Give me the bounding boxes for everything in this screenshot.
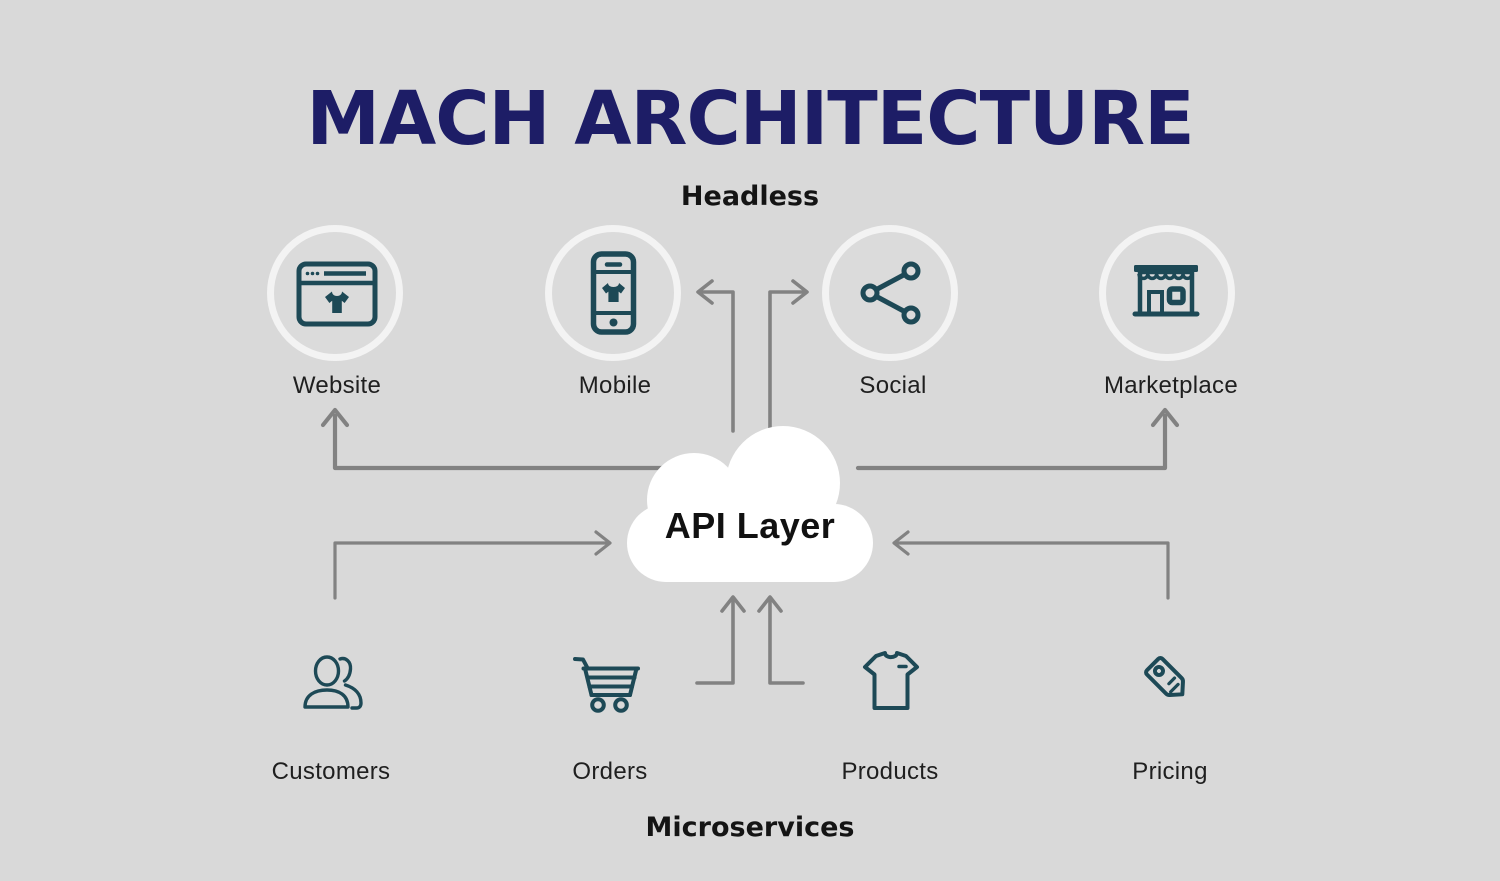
arrowhead-up <box>1150 407 1180 428</box>
website-browser-icon <box>296 261 378 327</box>
website-circle-badge <box>267 225 403 361</box>
arrowhead-up <box>720 595 746 613</box>
arrow-api-to-social <box>768 290 806 433</box>
arrowhead-up <box>320 407 350 428</box>
service-label-products: Products <box>841 758 939 785</box>
channel-label-social: Social <box>859 372 927 399</box>
social-circle-badge <box>822 225 958 361</box>
api-layer-label: API Layer <box>664 505 836 546</box>
arrow-api-to-mobile <box>699 290 735 433</box>
price-tag-icon <box>1144 656 1185 697</box>
arrowhead-up <box>757 595 783 613</box>
channel-label-website: Website <box>292 372 382 399</box>
arrow-api-to-website <box>332 413 665 471</box>
service-label-customers: Customers <box>271 758 391 785</box>
social-share-icon <box>860 261 921 325</box>
shopping-cart-icon <box>573 657 640 713</box>
mobile-phone-icon <box>590 251 637 335</box>
tshirt-icon <box>863 651 919 710</box>
arrowhead-right <box>791 279 809 305</box>
service-label-pricing: Pricing <box>1132 758 1208 785</box>
api-layer-cloud <box>627 426 873 582</box>
microservices-section-label: Microservices <box>645 812 855 843</box>
arrow-customers-to-api <box>333 541 608 600</box>
channel-label-mobile: Mobile <box>578 372 652 399</box>
page-title: MACH ARCHITECTURE <box>306 76 1194 162</box>
arrow-orders-to-api <box>695 599 735 685</box>
headless-section-label: Headless <box>680 181 820 212</box>
service-label-orders: Orders <box>572 758 648 785</box>
arrowhead-left <box>892 530 910 556</box>
customers-people-icon <box>303 655 363 710</box>
arrow-api-to-marketplace <box>855 413 1168 471</box>
arrowhead-right <box>594 530 612 556</box>
arrow-pricing-to-api <box>896 541 1170 600</box>
channel-label-marketplace: Marketplace <box>1103 372 1239 399</box>
storefront-icon <box>1132 265 1200 317</box>
arrow-products-to-api <box>768 599 805 685</box>
arrowhead-left <box>696 279 714 305</box>
